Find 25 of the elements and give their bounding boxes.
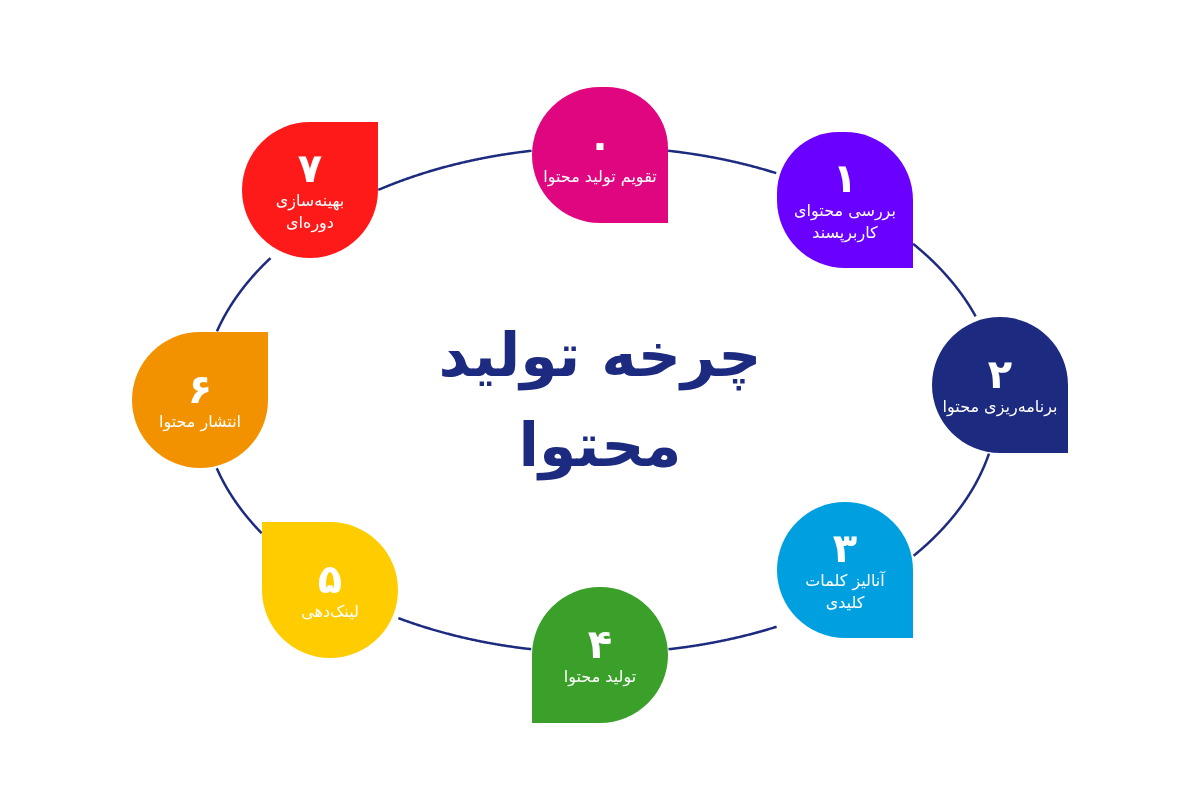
step-label: بهینه‌سازی دوره‌ای (274, 189, 346, 235)
step-label: آنالیز کلمات کلیدی (804, 569, 887, 614)
ring-connector (215, 257, 272, 332)
ring-connector (377, 149, 532, 192)
step-label: تولید محتوا (563, 665, 637, 689)
ring-connector (912, 242, 977, 318)
step-label: بررسی محتوای کاربرپسند (793, 199, 897, 245)
ring-connector (667, 149, 777, 175)
step-number: ۶ (187, 366, 213, 411)
step-label: برنامه‌ریزی محتوا (942, 395, 1058, 419)
step-number: ۲ (987, 351, 1013, 396)
step-label: انتشار محتوا (158, 410, 242, 434)
step-number: ۱ (832, 155, 858, 200)
step-number: ۳ (832, 525, 858, 570)
step-label: لینک‌دهی (301, 600, 359, 623)
ring-connector (215, 467, 263, 535)
ring-connector (668, 625, 777, 651)
step-label: تقویم تولید محتوا (543, 165, 657, 189)
diagram-title: چرخه تولید محتوا (437, 319, 763, 483)
step-number: ۵ (317, 556, 343, 601)
step-number: ۰ (587, 121, 613, 166)
step-number: ۷ (297, 145, 323, 190)
ring-connector (397, 616, 532, 651)
step-number: ۴ (587, 621, 613, 666)
ring-connector (912, 453, 991, 557)
